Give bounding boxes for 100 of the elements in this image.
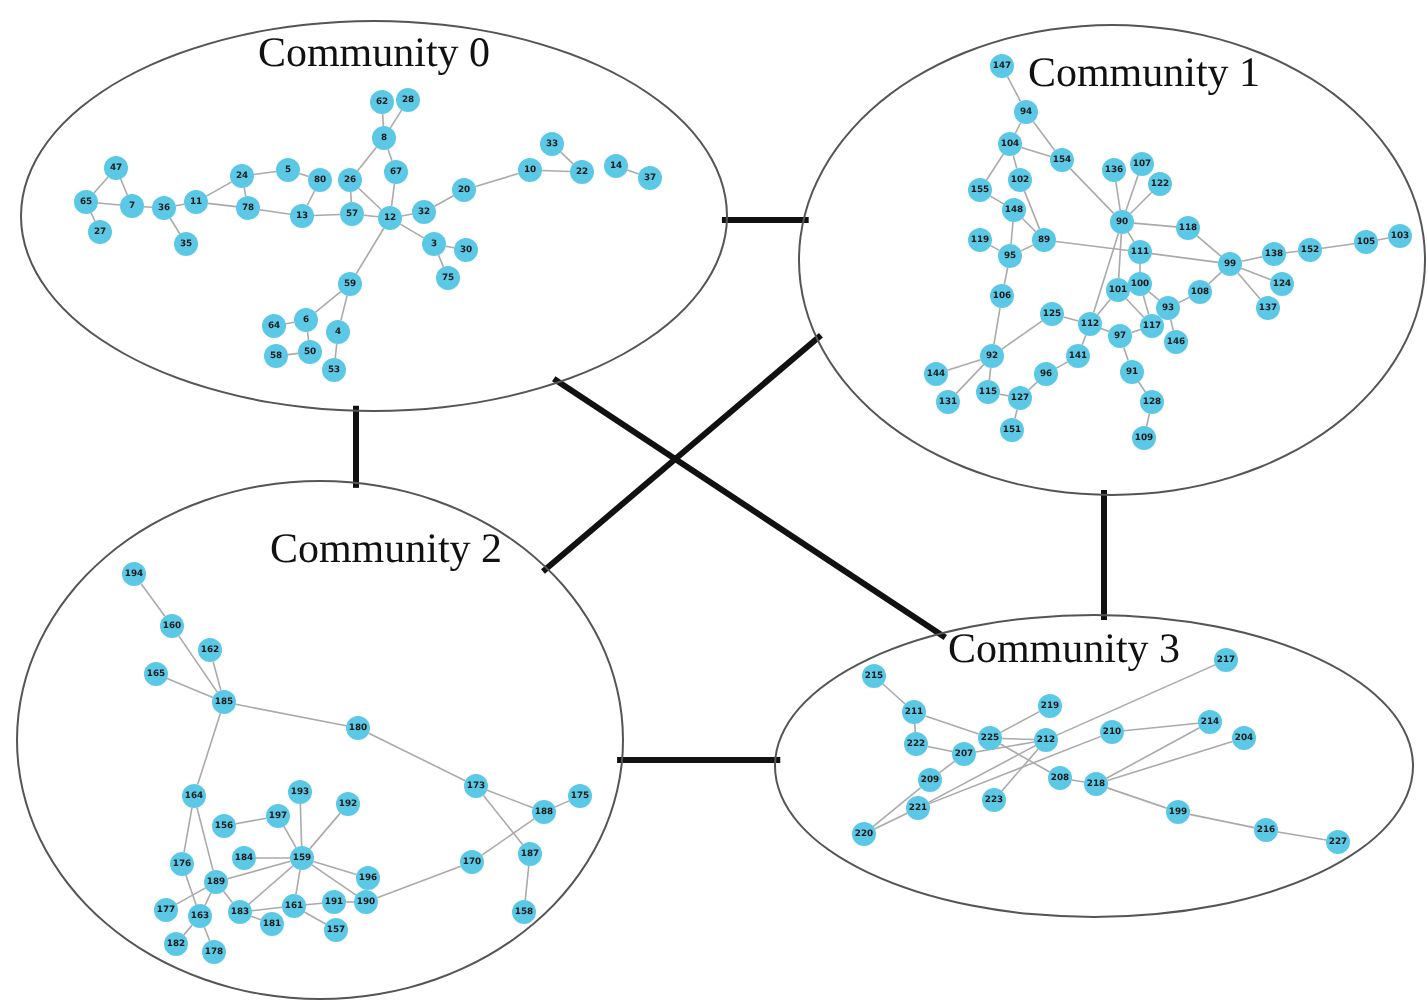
edge-line <box>1023 190 1041 230</box>
edge-line <box>1014 121 1022 135</box>
edge-line <box>1106 740 1234 782</box>
edge-line <box>1123 346 1129 362</box>
edge-line <box>196 712 222 786</box>
edge-line <box>308 812 342 850</box>
edge-line <box>1020 244 1034 252</box>
edge-line <box>1001 737 1035 741</box>
edge-line <box>999 743 1051 773</box>
edge-line <box>306 189 316 207</box>
edge-line <box>1020 146 1052 158</box>
edge-line <box>1117 233 1123 279</box>
edge-line <box>401 213 413 217</box>
edge-line <box>367 732 467 782</box>
community-ellipse <box>774 614 1414 918</box>
edge-line <box>1010 221 1014 245</box>
edge-line <box>1062 316 1080 322</box>
edge-line <box>1196 235 1222 257</box>
edge-line <box>183 807 193 853</box>
edge-line <box>203 926 211 942</box>
edge-line <box>299 803 303 847</box>
edge-line <box>313 213 341 217</box>
edge-line <box>305 902 323 906</box>
edge-line <box>97 202 121 206</box>
edge-line <box>975 741 1035 753</box>
edge-line <box>207 202 237 208</box>
edge-line <box>1092 232 1120 314</box>
community-link <box>353 405 359 488</box>
community-ellipse <box>20 20 728 412</box>
edge-line <box>1151 252 1219 264</box>
edge-line <box>1240 267 1272 281</box>
edge-line <box>93 176 109 194</box>
edge-line <box>298 172 310 178</box>
edge-line <box>874 812 908 830</box>
edge-line <box>1105 726 1201 780</box>
community-link <box>541 332 823 574</box>
edge-line <box>1137 381 1147 393</box>
edge-line <box>1125 174 1139 212</box>
edge-line <box>287 352 299 356</box>
edge-line <box>222 890 234 904</box>
edge-line <box>1071 779 1085 783</box>
community-ellipse <box>16 480 624 1000</box>
edge-line <box>169 217 181 235</box>
edge-line <box>1169 318 1175 332</box>
edge-line <box>989 244 1001 252</box>
edge-line <box>295 869 301 895</box>
edge-line <box>143 205 153 209</box>
edge-line <box>1096 298 1112 316</box>
edge-line <box>259 208 291 216</box>
community-title: Community 2 <box>269 528 503 570</box>
edge-line <box>357 187 383 211</box>
edge-line <box>1377 237 1389 241</box>
edge-line <box>345 901 355 903</box>
edge-line <box>482 794 524 846</box>
edge-line <box>90 212 96 222</box>
edge-line <box>437 254 445 268</box>
edge-line <box>928 735 1102 805</box>
edge-line <box>1012 154 1018 170</box>
edge-line <box>474 172 520 188</box>
edge-line <box>1129 191 1153 215</box>
edge-line <box>235 817 267 825</box>
edge-line <box>1130 328 1142 334</box>
edge-line <box>1106 787 1168 809</box>
community-link <box>721 217 809 223</box>
edge-line <box>283 825 297 849</box>
edge-line <box>204 892 212 906</box>
community-title: Community 3 <box>947 628 1181 670</box>
edge-line <box>1021 217 1037 233</box>
edge-line <box>185 874 197 906</box>
edge-line <box>955 363 985 395</box>
edge-line <box>1207 271 1223 285</box>
edge-line <box>938 760 956 774</box>
edge-line <box>927 744 1037 804</box>
edge-line <box>166 677 214 699</box>
edge-line <box>985 153 1005 181</box>
edge-line <box>1056 664 1216 736</box>
edge-line <box>356 146 378 172</box>
edge-line <box>433 195 455 207</box>
edge-line <box>205 181 233 197</box>
edge-line <box>253 170 277 176</box>
edge-line <box>314 290 342 314</box>
edge-line <box>1032 120 1056 152</box>
edge-line <box>486 789 534 809</box>
edge-line <box>913 723 917 733</box>
community-link <box>617 757 781 763</box>
edge-line <box>1055 361 1069 369</box>
edge-line <box>226 860 292 880</box>
edge-line <box>1123 722 1199 732</box>
edge-line <box>872 786 922 828</box>
edge-line <box>183 924 193 936</box>
edge-line <box>882 683 906 705</box>
edge-line <box>1125 297 1145 319</box>
edge-line <box>1133 222 1177 228</box>
edge-line <box>993 307 1001 345</box>
edge-line <box>248 865 294 905</box>
edge-line <box>334 343 338 359</box>
edge-line <box>235 703 348 727</box>
edge-line <box>541 169 571 173</box>
edge-line <box>175 887 207 905</box>
edge-line <box>1321 242 1355 250</box>
